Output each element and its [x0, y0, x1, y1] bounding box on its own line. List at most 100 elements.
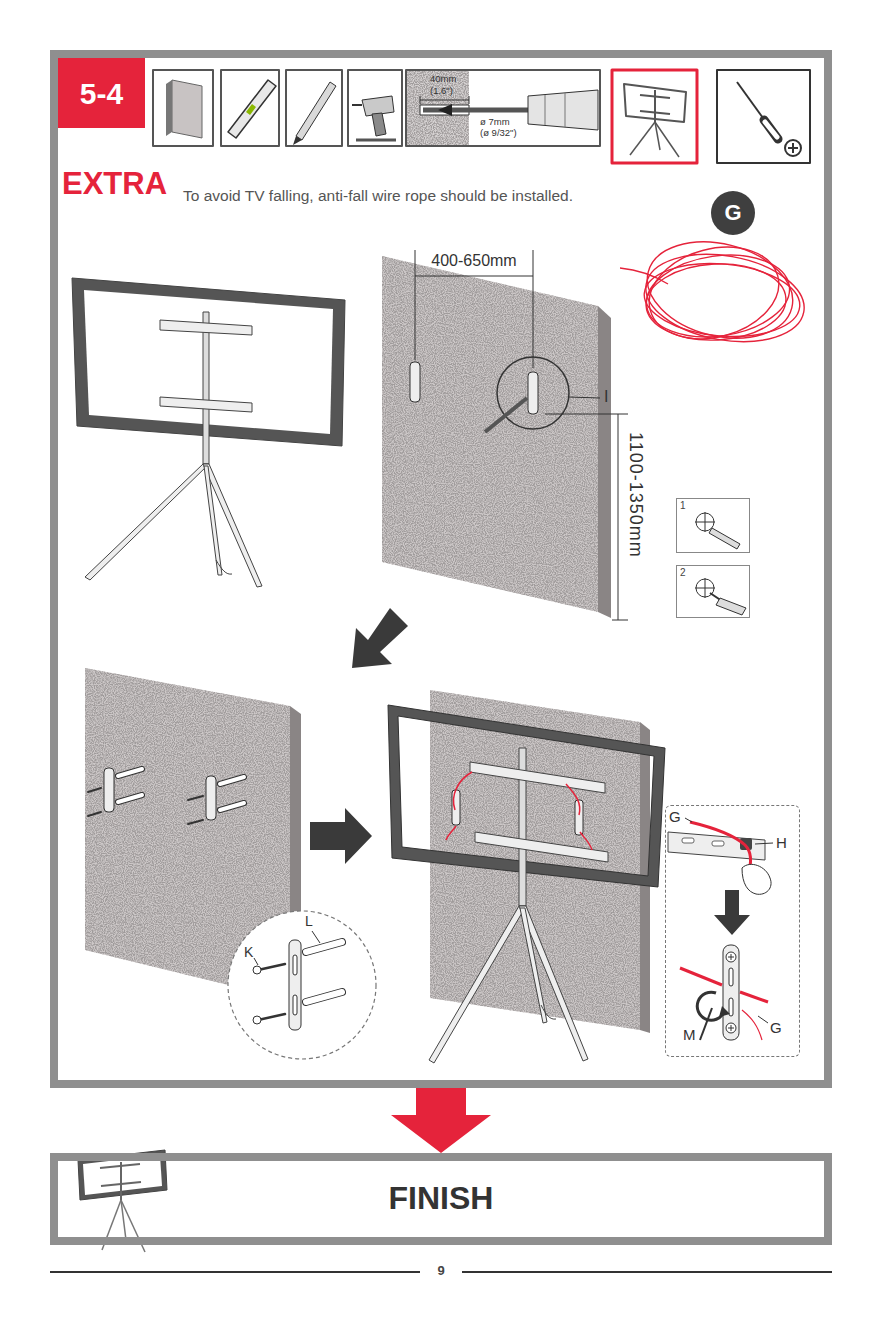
flow-arrow — [391, 1088, 491, 1153]
detail-circle: LK — [227, 910, 377, 1060]
tool-icons — [348, 70, 402, 146]
tool-icons — [407, 71, 469, 145]
wall-marking — [415, 276, 533, 277]
page-number: 9 — [437, 1264, 444, 1279]
tool-icons — [438, 104, 452, 116]
sub-step-sketch — [695, 512, 746, 615]
wall-marking — [618, 414, 619, 620]
wire-detail — [680, 968, 722, 985]
wire-detail — [731, 1025, 732, 1031]
tool-icons — [655, 122, 679, 157]
dashed-outline — [227, 910, 377, 1060]
wall-marking — [612, 620, 628, 621]
wall-anchors — [258, 942, 342, 1020]
detail-inset: GHGM — [665, 805, 800, 1057]
wall-marking — [485, 398, 527, 432]
wire-rope — [639, 243, 811, 354]
finish-icon — [101, 1182, 141, 1186]
sub-step-sketch — [696, 579, 714, 597]
wall-anchors — [289, 940, 301, 1030]
tv-on-tripod — [72, 278, 345, 446]
wire-detail — [742, 1010, 762, 1040]
wall-marking — [415, 250, 416, 360]
tool-icons — [792, 143, 794, 153]
tool-icons — [420, 105, 469, 115]
tool-icons — [420, 100, 469, 101]
sub-step-inset: 1 — [676, 498, 750, 553]
wire-detail — [723, 945, 739, 1040]
tool-icons — [630, 122, 655, 155]
step-arrow — [310, 808, 372, 864]
tv-on-tripod — [85, 464, 209, 580]
tv-on-tripod — [160, 320, 252, 335]
wire-detail — [668, 832, 765, 860]
wire-detail — [697, 992, 724, 1020]
wire-detail — [731, 954, 732, 960]
wall-anchors — [188, 796, 203, 800]
tool-icons — [640, 95, 670, 98]
tool-icons — [655, 122, 660, 150]
wire-detail — [755, 843, 773, 844]
sub-step-sketch — [716, 598, 746, 615]
wall-anchors — [306, 992, 342, 1002]
tool-icons — [221, 70, 279, 146]
part-letter: G — [724, 201, 741, 225]
wall-anchors — [88, 769, 244, 824]
wire-detail — [758, 1016, 768, 1023]
tv-on-tripod — [203, 464, 262, 587]
wire-rope — [641, 246, 795, 345]
finish-icon — [121, 1200, 126, 1240]
part-letter: G — [669, 808, 681, 825]
sub-step-number: 2 — [680, 567, 686, 579]
part-letter: H — [776, 834, 787, 851]
sub-step-sketch — [695, 522, 715, 523]
tv-secured — [575, 800, 583, 835]
wall-marking — [528, 372, 538, 414]
sub-step-sketch — [710, 593, 722, 601]
tv-secured — [388, 690, 665, 1063]
wire-detail — [682, 838, 694, 843]
tool-icons — [153, 70, 810, 163]
wall-marking — [497, 357, 569, 429]
tv-secured — [430, 690, 640, 1030]
wall-anchors — [312, 931, 320, 943]
tv-on-tripod — [84, 290, 333, 434]
wall-anchors — [220, 777, 244, 784]
wall-anchors — [188, 820, 203, 824]
part-letter: M — [683, 1026, 696, 1043]
wire-detail — [740, 992, 768, 1002]
wire-detail — [668, 818, 773, 1040]
wall-anchors — [228, 911, 376, 1059]
wall-anchors — [306, 992, 342, 1002]
wire-rope — [641, 257, 803, 342]
wire-detail — [700, 1008, 712, 1040]
tool-icons — [545, 95, 546, 125]
part-badge: G — [711, 191, 755, 235]
dimension-label: ø 7mm — [480, 117, 510, 128]
tool-icons — [406, 70, 600, 146]
wire-detail — [690, 822, 751, 875]
dashed-outline — [228, 911, 376, 1059]
sub-step-sketch — [705, 578, 706, 598]
tv-secured — [470, 762, 605, 793]
wall-anchors — [220, 803, 244, 810]
wall-anchors — [253, 966, 261, 974]
finish-icon — [83, 1155, 162, 1195]
wall-anchors — [118, 795, 142, 802]
wall-anchors — [290, 706, 301, 1003]
sub-step-number: 1 — [680, 500, 686, 512]
tv-secured — [454, 772, 472, 810]
section-heading: EXTRA — [62, 166, 167, 202]
tool-icons — [654, 90, 656, 122]
wall-anchors — [254, 958, 258, 965]
wire-rope — [620, 268, 668, 284]
wall-anchors — [85, 668, 290, 1000]
finish-icon — [100, 1164, 140, 1168]
part-letter: K — [244, 944, 253, 960]
tv-on-tripod — [160, 397, 252, 412]
wall-anchors — [118, 769, 142, 776]
wall-anchors — [88, 788, 101, 792]
tool-icons — [293, 136, 302, 145]
wire-rope — [620, 227, 811, 353]
tv-secured — [541, 1005, 556, 1019]
